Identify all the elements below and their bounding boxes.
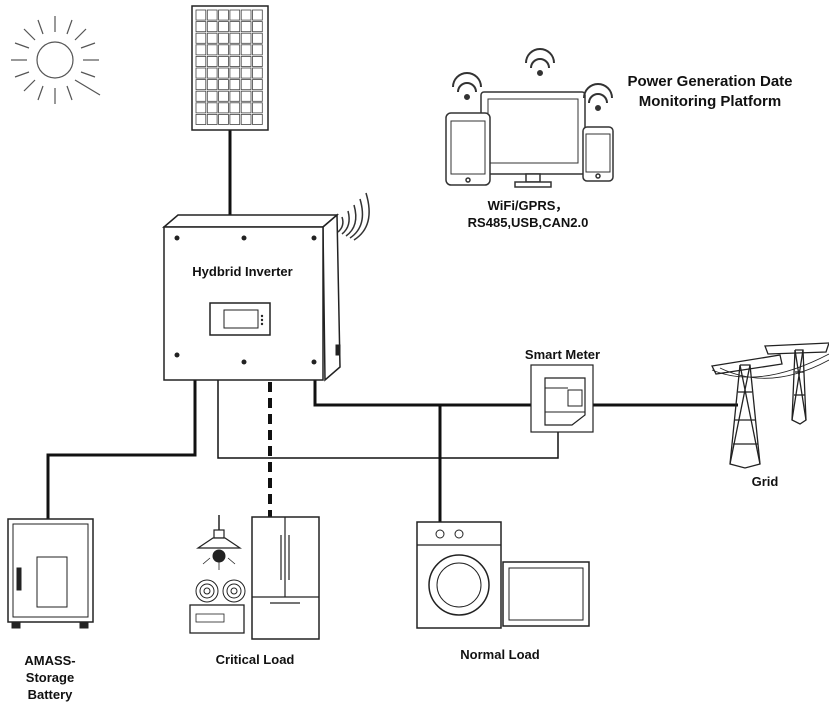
solar-panel-icon xyxy=(191,5,269,131)
solar-cell xyxy=(229,21,241,33)
solar-cell xyxy=(229,32,241,44)
communication-label: WiFi/GPRS， RS485,USB,CAN2.0 xyxy=(458,197,598,231)
solar-cell xyxy=(218,44,229,56)
solar-cell xyxy=(240,56,252,67)
communication-line1: WiFi/GPRS， xyxy=(487,198,569,213)
sun-icon xyxy=(11,16,101,104)
solar-cell xyxy=(195,67,207,79)
solar-cell xyxy=(229,79,241,91)
solar-cell xyxy=(218,9,229,21)
solar-cell xyxy=(229,56,241,67)
solar-cell xyxy=(229,114,241,125)
solar-cell xyxy=(218,90,229,102)
platform-title-line2: Monitoring Platform xyxy=(638,93,782,110)
solar-cell xyxy=(195,56,207,67)
solar-cell xyxy=(195,21,207,33)
solar-cell xyxy=(206,9,218,21)
inverter-label: Hydbrid Inverter xyxy=(192,264,293,279)
solar-cell xyxy=(218,67,229,79)
solar-cell xyxy=(195,32,207,44)
solar-cell xyxy=(240,114,252,125)
normal-load-label: Normal Load xyxy=(460,647,540,662)
solar-cell xyxy=(206,56,218,67)
solar-cell xyxy=(252,56,263,67)
solar-cell xyxy=(240,21,252,33)
solar-cell xyxy=(206,21,218,33)
grid-label: Grid xyxy=(751,474,779,489)
solar-cell xyxy=(252,67,263,79)
solar-cell xyxy=(218,32,229,44)
solar-cell xyxy=(218,114,229,125)
inverter-to-battery-line xyxy=(46,380,197,519)
solar-cell xyxy=(195,114,207,125)
solar-cell xyxy=(229,102,241,114)
solar-cell xyxy=(195,90,207,102)
solar-cell xyxy=(252,32,263,44)
smart-meter-label: Smart Meter xyxy=(524,347,601,362)
solar-cell xyxy=(252,90,263,102)
solar-cell xyxy=(206,67,218,79)
solar-cell xyxy=(240,67,252,79)
wireless-signal-icon xyxy=(337,192,370,241)
solar-cell xyxy=(252,79,263,91)
solar-cell xyxy=(195,79,207,91)
grid-tower-icon xyxy=(711,342,829,469)
battery-label: AMASS- Storage Battery xyxy=(5,652,95,703)
solar-cell xyxy=(206,44,218,56)
solar-cell xyxy=(252,21,263,33)
solar-cell xyxy=(206,102,218,114)
solar-cell xyxy=(206,90,218,102)
solar-cell xyxy=(229,90,241,102)
platform-title-line1: Power Generation Date xyxy=(627,73,793,90)
normal-load-icon xyxy=(416,521,590,629)
inverter-icon xyxy=(161,192,370,382)
solar-cell xyxy=(229,9,241,21)
solar-cell xyxy=(206,32,218,44)
solar-cell xyxy=(252,102,263,114)
monitoring-devices-icon xyxy=(445,48,614,188)
solar-cell xyxy=(229,44,241,56)
battery-label-line3: Battery xyxy=(27,687,73,702)
smart-meter-icon xyxy=(530,364,594,433)
critical-load-icon xyxy=(189,515,320,640)
solar-cell xyxy=(240,79,252,91)
solar-cell xyxy=(240,9,252,21)
wifi-icon xyxy=(452,48,613,111)
platform-title: Power Generation Date Monitoring Platfor… xyxy=(605,72,815,112)
battery-label-line2: Storage xyxy=(25,670,75,685)
solar-cell xyxy=(206,114,218,125)
solar-cell xyxy=(195,9,207,21)
solar-cell xyxy=(240,44,252,56)
solar-cell xyxy=(252,114,263,125)
storage-battery-icon xyxy=(7,518,94,629)
solar-cell xyxy=(218,21,229,33)
solar-cell xyxy=(229,67,241,79)
ct-sense-line xyxy=(217,380,559,459)
critical-load-label: Critical Load xyxy=(215,652,295,667)
solar-cell xyxy=(218,56,229,67)
solar-cell xyxy=(252,44,263,56)
solar-cell xyxy=(240,102,252,114)
speaker-icon xyxy=(195,579,246,603)
battery-label-line1: AMASS- xyxy=(24,653,76,668)
solar-cell xyxy=(240,90,252,102)
solar-cell xyxy=(218,102,229,114)
inverter-to-meter-line xyxy=(313,380,532,407)
solar-cell xyxy=(195,102,207,114)
solar-cell xyxy=(252,9,263,21)
connection-lines xyxy=(46,130,738,528)
solar-cell xyxy=(218,79,229,91)
communication-line2: RS485,USB,CAN2.0 xyxy=(467,215,589,230)
solar-cell xyxy=(240,32,252,44)
solar-cell xyxy=(206,79,218,91)
solar-cell xyxy=(195,44,207,56)
